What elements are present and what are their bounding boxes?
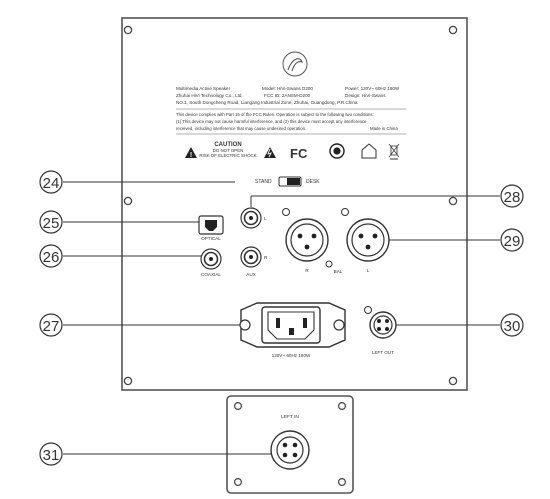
callout-number: 31 [43, 447, 60, 464]
xlr-l-label: L [367, 268, 370, 273]
callout-number: 27 [43, 318, 60, 335]
warning-triangle-icon: ! [185, 147, 197, 159]
callout-number: 25 [43, 215, 60, 232]
screw-icon [325, 260, 333, 268]
fcc-statement-3: received, including interference that ma… [176, 126, 306, 131]
indoor-use-house-icon [361, 143, 377, 159]
callout-number: 30 [504, 318, 521, 335]
label-line1-left: Multimedia Active Speaker [176, 86, 231, 91]
power-inlet[interactable] [239, 302, 346, 348]
optical-input-jack[interactable] [198, 215, 224, 235]
callout-26: 26 [39, 244, 63, 268]
power-rating-label: 120V~ 60Hz 180W [272, 353, 311, 358]
made-in: Made in China [370, 126, 398, 131]
callout-number: 24 [43, 175, 60, 192]
rating-label-block: Multimedia Active Speaker Model: HiVi-Sw… [176, 86, 406, 161]
label-line2-left: Zhuhai HiVi Technology Co., Ltd. [176, 93, 243, 98]
panel-screws [123, 25, 458, 386]
callout-number: 29 [504, 233, 521, 250]
aux-right-rca-jack[interactable] [240, 246, 262, 268]
screw-icon [234, 402, 243, 411]
callout-leaders [63, 181, 500, 455]
screw-icon [123, 25, 133, 35]
screw-icon [234, 478, 243, 487]
callout-28: 28 [500, 184, 524, 208]
stand-label: STAND [255, 179, 272, 185]
fcc-mark-icon: FC [290, 146, 308, 161]
xlr-r-label: R [305, 268, 309, 273]
fcc-statement-1: This device complies with Part 15 of the… [176, 112, 374, 117]
screw-icon [448, 196, 458, 206]
callout-24: 24 [39, 170, 63, 194]
caution-title: CAUTION [214, 142, 241, 148]
screw-icon [123, 376, 133, 386]
brand-logo-icon [282, 51, 308, 77]
callout-number: 26 [43, 249, 60, 266]
bal-label: BAL [334, 269, 343, 274]
desk-label: DESK [306, 179, 320, 185]
label-fcc-id: FCC ID: 2ANSM-D200 [264, 93, 311, 98]
callout-27: 27 [39, 313, 63, 337]
callout-number: 28 [504, 189, 521, 206]
coaxial-input-jack[interactable] [200, 248, 222, 270]
left-in-label: LEFT IN [281, 414, 299, 420]
screw-icon [338, 478, 347, 487]
coaxial-label: COAXIAL [201, 272, 221, 277]
callout-29: 29 [500, 228, 524, 252]
xlr-right-input[interactable] [282, 208, 329, 262]
callouts: 24 25 26 27 28 29 30 31 [39, 170, 524, 466]
label-design: Design: HiVi-Swans [345, 93, 386, 98]
caution-line2: RISK OF ELECTRIC SHOCK [199, 153, 256, 158]
aux-l-label: L [264, 216, 267, 221]
screw-icon [448, 376, 458, 386]
optical-label: OPTICAL [201, 236, 221, 241]
left-out-label: LEFT OUT [372, 350, 394, 355]
fcc-statement-2: (1) This device may not cause harmful in… [176, 119, 367, 124]
callout-31: 31 [39, 442, 63, 466]
label-power: Power: 120V~ 60Hz 180W [345, 86, 400, 91]
aux-left-rca-jack[interactable] [240, 207, 262, 229]
lower-panel-screws [234, 402, 347, 487]
screw-icon [448, 25, 458, 35]
svg-text:!: ! [190, 152, 192, 159]
label-address: NO.1, South Dongcheng Road, Liangang Ind… [176, 100, 358, 105]
callout-30: 30 [500, 313, 524, 337]
aux-r-label: R [264, 255, 268, 260]
label-model: Model: HiVi-Swans D200 [262, 86, 313, 91]
left-out-connector[interactable] [364, 306, 397, 339]
weee-bin-icon [388, 143, 400, 160]
shock-hazard-icon [264, 147, 276, 158]
aux-label: AUX [246, 272, 255, 277]
left-in-connector[interactable] [270, 430, 310, 470]
screw-icon [123, 196, 133, 206]
caution-line1: DO NOT OPEN [213, 148, 244, 153]
screw-icon [338, 402, 347, 411]
rohs-circle-icon [329, 143, 345, 159]
callout-25: 25 [39, 210, 63, 234]
stand-desk-switch[interactable] [278, 176, 302, 187]
